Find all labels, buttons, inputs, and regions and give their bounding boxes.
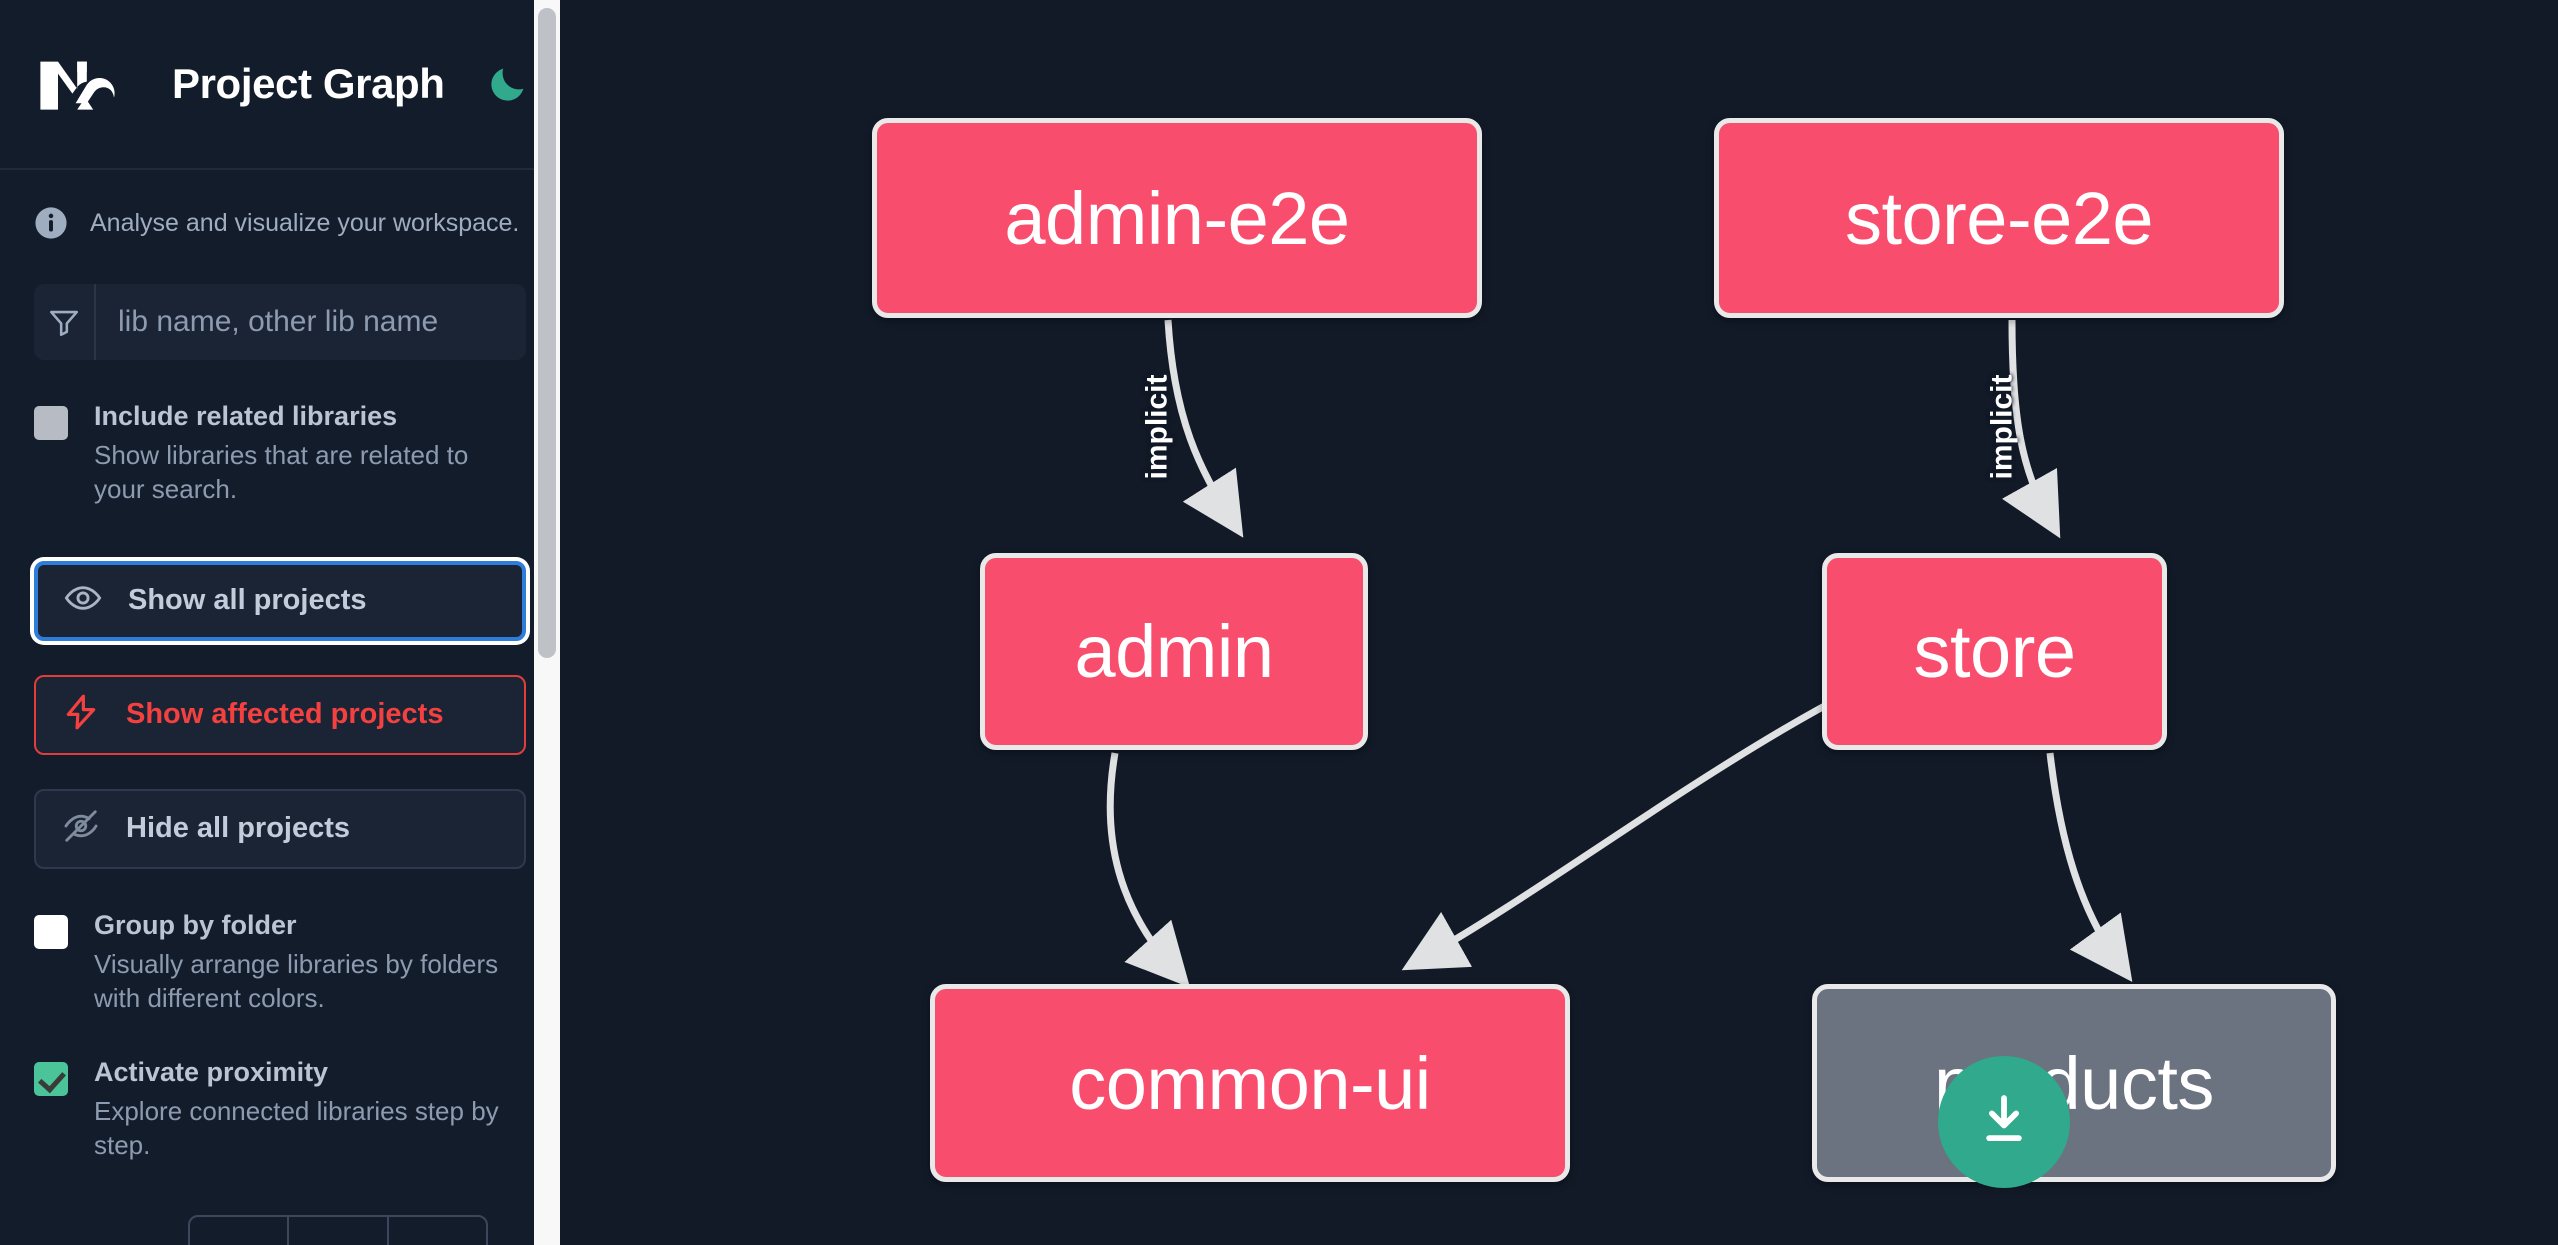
nx-logo: [34, 52, 130, 116]
graph-canvas[interactable]: admin-e2e store-e2e admin store common-u…: [560, 0, 2558, 1245]
search-input[interactable]: [96, 284, 526, 360]
page-title: Project Graph: [172, 60, 445, 107]
edge-store-e2e-to-store: [2002, 319, 2061, 539]
moon-icon[interactable]: [485, 61, 531, 107]
graph-node-admin[interactable]: admin: [980, 553, 1368, 750]
show-all-projects-label: Show all projects: [128, 584, 367, 617]
hide-all-projects-button[interactable]: Hide all projects: [34, 788, 526, 869]
sidebar-scrollbar[interactable]: [534, 0, 560, 1245]
graph-node-store-e2e[interactable]: store-e2e: [1714, 118, 2284, 318]
graph-edges: [1106, 319, 2133, 988]
graph-node-store[interactable]: store: [1822, 553, 2167, 750]
filter-icon: [34, 284, 96, 360]
eye-off-icon: [62, 807, 100, 850]
group-by-folder-checkbox[interactable]: [34, 914, 68, 949]
show-affected-projects-button[interactable]: Show affected projects: [34, 674, 526, 755]
sidebar-scrollbar-thumb[interactable]: [538, 8, 556, 658]
tagline-text: Analyse and visualize your workspace.: [90, 208, 520, 237]
segment-2[interactable]: [289, 1217, 389, 1245]
group-by-folder-label: Group by folder: [94, 909, 297, 940]
edge-store-to-products: [2046, 752, 2133, 982]
sidebar-header: Project Graph: [0, 0, 560, 170]
edge-label-store-implicit: implicit: [1985, 374, 2019, 480]
checkbox-row-group-by-folder[interactable]: Group by folder Visually arrange librari…: [34, 909, 526, 1016]
sidebar: Project Graph Analyse and visualize your…: [0, 0, 560, 1245]
segment-1[interactable]: [190, 1217, 290, 1245]
show-affected-projects-label: Show affected projects: [126, 698, 444, 731]
info-icon: [34, 206, 68, 240]
activate-proximity-checkbox[interactable]: [34, 1061, 68, 1096]
hide-all-projects-label: Hide all projects: [126, 812, 351, 845]
checkbox-row-activate-proximity[interactable]: Activate proximity Explore connected lib…: [34, 1056, 526, 1163]
activate-proximity-label: Activate proximity: [94, 1056, 329, 1087]
activate-proximity-description: Explore connected libraries step by step…: [94, 1095, 499, 1161]
download-graph-button[interactable]: [1938, 1056, 2070, 1188]
download-icon: [1971, 1087, 2037, 1158]
include-related-libraries-checkbox[interactable]: [34, 406, 68, 440]
lightning-icon: [62, 693, 100, 736]
eye-icon: [64, 579, 102, 622]
show-all-projects-button[interactable]: Show all projects: [34, 560, 526, 641]
action-button-group: Show all projects Show affected projects: [34, 560, 526, 869]
checkbox-row-include-related-libraries[interactable]: Include related libraries Show libraries…: [34, 400, 526, 507]
include-related-libraries-label: Include related libraries: [94, 401, 398, 431]
edge-admin-to-common-ui: [1106, 752, 1191, 988]
segment-3[interactable]: [389, 1217, 486, 1245]
tagline: Analyse and visualize your workspace.: [0, 170, 560, 268]
edge-label-admin-implicit: implicit: [1140, 374, 1174, 480]
sidebar-body: Include related libraries Show libraries…: [0, 284, 560, 1163]
include-related-libraries-description: Show libraries that are related to your …: [94, 439, 469, 505]
graph-node-admin-e2e[interactable]: admin-e2e: [872, 118, 1482, 318]
proximity-segmented-control[interactable]: [188, 1215, 488, 1245]
group-by-folder-description: Visually arrange libraries by folders wi…: [94, 948, 499, 1014]
edge-admin-e2e-to-admin: [1164, 319, 1244, 538]
search-field[interactable]: [34, 284, 526, 360]
graph-node-products[interactable]: products: [1812, 984, 2336, 1182]
graph-node-common-ui[interactable]: common-ui: [930, 984, 1570, 1182]
